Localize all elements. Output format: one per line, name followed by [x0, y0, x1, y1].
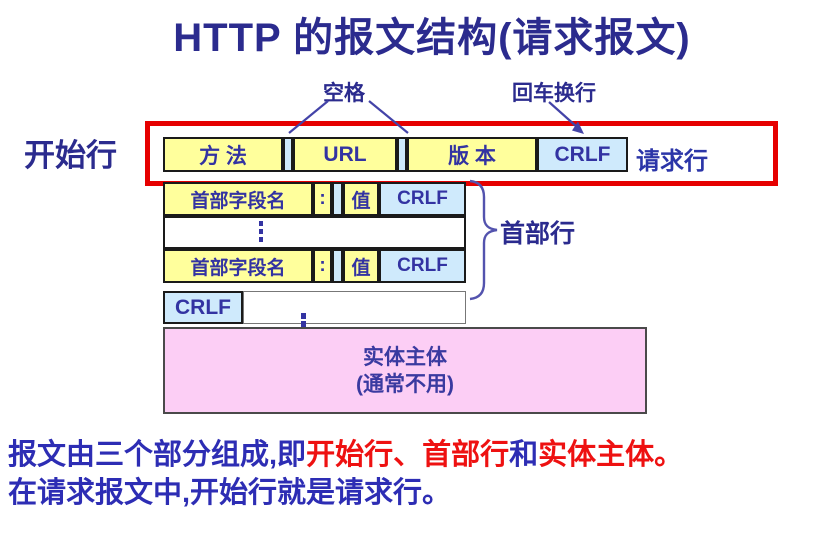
entity-body-line1: 实体主体	[363, 345, 447, 369]
header-colon-box-1: :	[313, 182, 332, 216]
request-crlf-box: CRLF	[537, 137, 628, 172]
caption-block: 报文由三个部分组成,即开始行、首部行和实体主体。 在请求报文中,开始行就是请求行…	[8, 436, 828, 512]
vertical-ellipsis-dot	[259, 221, 263, 226]
start-line-label: 开始行	[24, 138, 117, 173]
caption-segment: 报文由三个部分组成,即	[8, 439, 307, 471]
header-crlf-box-1: CRLF	[379, 182, 466, 216]
vertical-ellipsis-dot	[259, 237, 263, 242]
header-value-box-2: 值	[343, 249, 379, 283]
continuation-dot	[301, 313, 306, 319]
caption-segment-highlight: 开始行、首部行	[306, 439, 510, 471]
entity-body-box: 实体主体 (通常不用)	[163, 327, 647, 414]
header-field-box-1: 首部字段名	[163, 182, 313, 216]
entity-body-line2: (通常不用)	[356, 372, 454, 396]
header-field-box-2: 首部字段名	[163, 249, 313, 283]
header-colon-box-2: :	[313, 249, 332, 283]
url-box: URL	[293, 137, 397, 172]
header-gap-box-1	[332, 182, 343, 216]
caption-segment: 和	[509, 439, 539, 471]
header-gap-box-2	[332, 249, 343, 283]
method-box: 方 法	[163, 137, 283, 172]
ellipsis-row-box	[163, 216, 466, 249]
empty-line-rest-box	[243, 291, 466, 324]
caption-segment-highlight: 实体主体。	[538, 439, 684, 471]
empty-line-crlf-box: CRLF	[163, 291, 243, 324]
space-gap-box-2	[397, 137, 407, 172]
version-box: 版 本	[407, 137, 537, 172]
page-title: HTTP 的报文结构(请求报文)	[173, 16, 691, 60]
header-value-box-1: 值	[343, 182, 379, 216]
caption-line-1: 报文由三个部分组成,即开始行、首部行和实体主体。	[8, 436, 828, 474]
continuation-dot	[301, 321, 306, 327]
header-crlf-box-2: CRLF	[379, 249, 466, 283]
request-line-caption: 请求行	[636, 148, 708, 175]
space-gap-box-1	[283, 137, 293, 172]
vertical-ellipsis-dot	[259, 229, 263, 234]
crlf-annotation-label: 回车换行	[512, 82, 596, 105]
space-annotation-label: 空格	[323, 82, 365, 105]
header-lines-label: 首部行	[500, 220, 576, 248]
header-lines-brace	[469, 179, 498, 301]
caption-line-2: 在请求报文中,开始行就是请求行。	[8, 477, 452, 509]
